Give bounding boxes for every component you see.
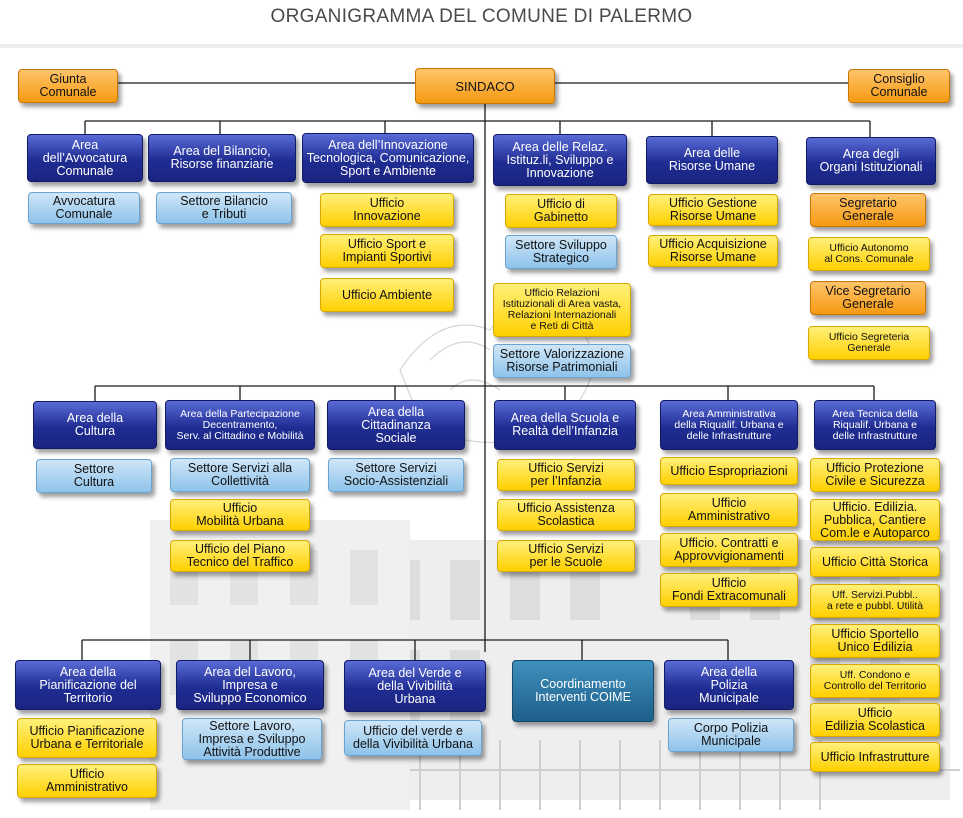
giunta-comunale-box[interactable]: Giunta Comunale xyxy=(18,69,118,103)
ufficio-settore-bilancio[interactable]: Settore Bilancio e Tributi xyxy=(156,192,292,224)
area-polizia-municipale[interactable]: Area della Polizia Municipale xyxy=(664,660,794,710)
ufficio-servizi-scuole[interactable]: Ufficio Servizi per le Scuole xyxy=(497,540,635,572)
ufficio-valorizzazione-patrimoniali[interactable]: Settore Valorizzazione Risorse Patrimoni… xyxy=(493,344,631,378)
ufficio-acquisizione-risorse-umane[interactable]: Ufficio Acquisizione Risorse Umane xyxy=(648,235,778,267)
ufficio-relazioni-area-vasta[interactable]: Ufficio Relazioni Istituzionali di Area … xyxy=(493,283,631,337)
ufficio-avvocatura-comunale[interactable]: Avvocatura Comunale xyxy=(28,192,140,224)
area-scuola-infanzia[interactable]: Area della Scuola e Realtà dell’Infanzia xyxy=(494,400,636,450)
area-pianificazione-territorio[interactable]: Area della Pianificazione del Territorio xyxy=(15,660,161,710)
area-cittadinanza-sociale[interactable]: Area della Cittadinanza Sociale xyxy=(327,400,465,450)
ufficio-servizi-collettivita[interactable]: Settore Servizi alla Collettività xyxy=(170,458,310,492)
ufficio-innovazione[interactable]: Ufficio Innovazione xyxy=(320,193,454,227)
coordinamento-coime[interactable]: Coordinamento Interventi COIME xyxy=(512,660,654,722)
ufficio-condono-controllo[interactable]: Uff. Condono e Controllo del Territorio xyxy=(810,664,940,698)
area-verde-vivibilita[interactable]: Area del Verde e della Vivibilità Urbana xyxy=(344,660,486,712)
ufficio-piano-traffico[interactable]: Ufficio del Piano Tecnico del Traffico xyxy=(170,540,310,572)
page-title: ORGANIGRAMMA DEL COMUNE DI PALERMO xyxy=(270,6,693,27)
ufficio-vice-segretario[interactable]: Vice Segretario Generale xyxy=(810,281,926,315)
area-tecnica-riqualificazione[interactable]: Area Tecnica della Riqualif. Urbana e de… xyxy=(814,400,936,450)
title-separator xyxy=(0,44,963,48)
ufficio-assistenza-scolastica[interactable]: Ufficio Assistenza Scolastica xyxy=(497,499,635,531)
ufficio-sviluppo-strategico[interactable]: Settore Sviluppo Strategico xyxy=(505,235,617,269)
ufficio-ambiente[interactable]: Ufficio Ambiente xyxy=(320,278,454,312)
ufficio-settore-lavoro[interactable]: Settore Lavoro, Impresa e Sviluppo Attiv… xyxy=(182,718,322,760)
ufficio-servizi-infanzia[interactable]: Ufficio Servizi per l’Infanzia xyxy=(497,459,635,491)
ufficio-mobilita-urbana[interactable]: Ufficio Mobilità Urbana xyxy=(170,499,310,531)
area-risorse-umane[interactable]: Area delle Risorse Umane xyxy=(646,136,778,184)
ufficio-amministrativo-pianificazione[interactable]: Ufficio Amministrativo xyxy=(17,764,157,798)
ufficio-edilizia-scolastica[interactable]: Ufficio Edilizia Scolastica xyxy=(810,703,940,737)
ufficio-amministrativo-riqualificazione[interactable]: Ufficio Amministrativo xyxy=(660,493,798,527)
ufficio-segretario-generale[interactable]: Segretario Generale xyxy=(810,193,926,227)
area-partecipazione[interactable]: Area della Partecipazione Decentramento,… xyxy=(165,400,315,450)
area-innovazione[interactable]: Area dell’Innovazione Tecnologica, Comun… xyxy=(302,133,474,183)
ufficio-autonomo-consiglio[interactable]: Ufficio Autonomo al Cons. Comunale xyxy=(808,237,930,271)
consiglio-comunale-box[interactable]: Consiglio Comunale xyxy=(848,69,950,103)
ufficio-edilizia-pubblica[interactable]: Ufficio. Edilizia. Pubblica, Cantiere Co… xyxy=(810,499,940,541)
ufficio-espropriazioni[interactable]: Ufficio Espropriazioni xyxy=(660,457,798,485)
ufficio-socio-assistenziali[interactable]: Settore Servizi Socio-Assistenziali xyxy=(328,458,464,492)
ufficio-corpo-polizia[interactable]: Corpo Polizia Municipale xyxy=(668,718,794,752)
ufficio-gestione-risorse-umane[interactable]: Ufficio Gestione Risorse Umane xyxy=(648,194,778,226)
area-bilancio[interactable]: Area del Bilancio, Risorse finanziarie xyxy=(148,134,296,182)
ufficio-contratti-approvvigionamenti[interactable]: Ufficio. Contratti e Approvvigionamenti xyxy=(660,533,798,567)
ufficio-servizi-pubblici-rete[interactable]: Uff. Servizi.Pubbl.. a rete e pubbl. Uti… xyxy=(810,584,940,618)
area-avvocatura[interactable]: Area dell’Avvocatura Comunale xyxy=(27,134,143,182)
area-relazioni-istituzionali[interactable]: Area delle Relaz. Istituz.li, Sviluppo e… xyxy=(493,134,627,186)
ufficio-segreteria-generale[interactable]: Ufficio Segreteria Generale xyxy=(808,326,930,360)
ufficio-infrastrutture[interactable]: Ufficio Infrastrutture xyxy=(810,742,940,772)
ufficio-citta-storica[interactable]: Ufficio Città Storica xyxy=(810,547,940,577)
sindaco-box[interactable]: SINDACO xyxy=(415,68,555,104)
area-amministrativa-riqualificazione[interactable]: Area Amministrativa della Riqualif. Urba… xyxy=(660,400,798,450)
ufficio-settore-cultura[interactable]: Settore Cultura xyxy=(36,459,152,493)
ufficio-verde-vivibilita[interactable]: Ufficio del verde e della Vivibilità Urb… xyxy=(344,720,482,756)
area-organi-istituzionali[interactable]: Area degli Organi Istituzionali xyxy=(806,137,936,185)
ufficio-fondi-extracomunali[interactable]: Ufficio Fondi Extracomunali xyxy=(660,573,798,607)
area-cultura[interactable]: Area della Cultura xyxy=(33,401,157,449)
ufficio-gabinetto[interactable]: Ufficio di Gabinetto xyxy=(505,194,617,228)
ufficio-sportello-unico-edilizia[interactable]: Ufficio Sportello Unico Edilizia xyxy=(810,624,940,658)
ufficio-protezione-civile[interactable]: Ufficio Protezione Civile e Sicurezza xyxy=(810,458,940,492)
area-lavoro-impresa[interactable]: Area del Lavoro, Impresa e Sviluppo Econ… xyxy=(176,660,324,710)
ufficio-sport-impianti[interactable]: Ufficio Sport e Impianti Sportivi xyxy=(320,234,454,268)
ufficio-pianificazione-urbana[interactable]: Ufficio Pianificazione Urbana e Territor… xyxy=(17,718,157,758)
